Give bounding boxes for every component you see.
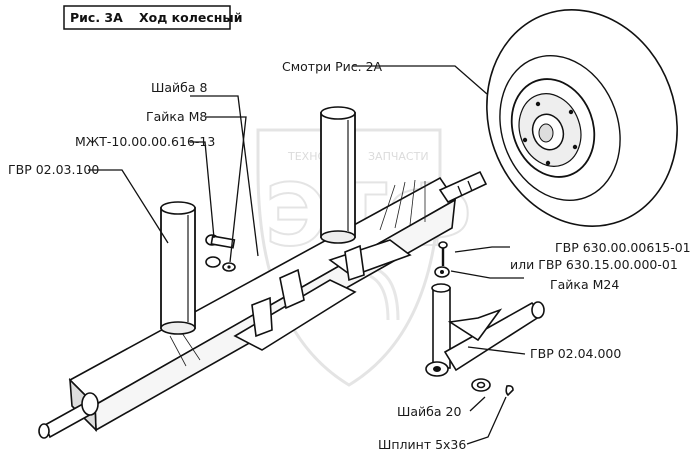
label-washer-8: Шайба 8 [151,80,207,95]
label-see-fig: Смотри Рис. 2А [282,59,383,74]
watermark-text-right: ЗАПЧАСТИ [368,150,429,163]
post-left [160,201,196,335]
label-washer-20: Шайба 20 [397,404,461,419]
label-nut-m8: Гайка М8 [146,109,207,124]
watermark-text-left: ТЕХНО [287,150,326,163]
wheel [486,9,678,227]
figure-number: Рис. 3А [70,10,123,25]
label-gvr-630-1: ГВР 630.00.00615-01 [555,240,691,255]
figure-name: Ход колесный [139,10,243,25]
beam-brackets [233,239,412,351]
label-mzht: МЖТ-10.00.00.616-13 [75,134,215,149]
label-gvr-204000: ГВР 02.04.000 [530,346,621,361]
post-right [320,106,356,244]
figure-title: Рис. 3А Ход колесный [63,5,243,30]
label-gvr-630-2: или ГВР 630.15.00.000-01 [510,257,678,272]
lever-arm [425,283,545,377]
label-cotter-pin: Шплинт 5х36 [378,437,466,452]
label-nut-m24: Гайка М24 [550,277,619,292]
small-hardware [205,234,450,278]
label-gvr-203100: ГВР 02.03.100 [8,162,99,177]
leader-lines [88,65,526,445]
washer-and-cotter [471,378,514,397]
